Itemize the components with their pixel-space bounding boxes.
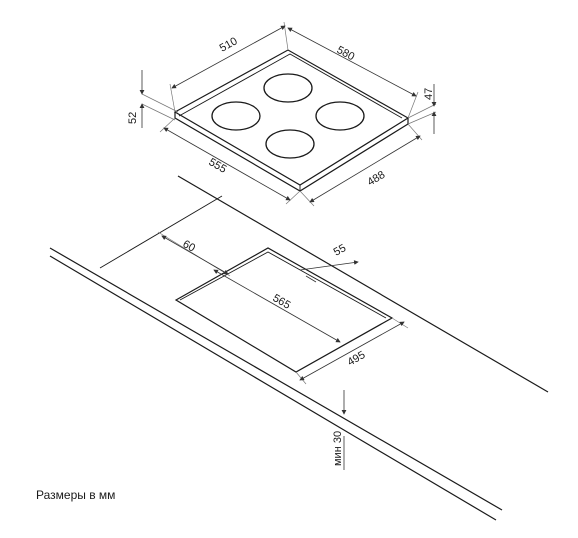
worktop-front-edge	[49, 247, 503, 511]
burner-front	[265, 129, 315, 159]
dim-cutout-depth: 495	[295, 317, 409, 385]
dim-cutout-width: 565	[213, 269, 341, 343]
dim-hob-height-right: 47	[407, 84, 437, 134]
worktop	[49, 175, 549, 521]
units-caption: Размеры в мм	[36, 488, 116, 502]
label-cutout-edge: 55	[332, 242, 349, 258]
hob-unit	[173, 49, 410, 192]
label-hob-width: 580	[335, 44, 357, 63]
label-cutout-depth: 495	[346, 349, 368, 369]
dim-hob-depth: 510	[169, 21, 289, 113]
label-hob-depth: 510	[218, 35, 240, 54]
dim-hob-side-depth: 488	[299, 123, 423, 207]
burner-rear	[263, 73, 313, 103]
label-hob-height-left: 52	[127, 112, 139, 124]
dim-worktop-thickness: мин 30	[332, 390, 347, 470]
label-worktop-thickness: мин 30	[332, 431, 344, 466]
dim-cutout-offset: 60	[157, 231, 231, 277]
worktop-front-bottom-edge	[49, 255, 497, 521]
label-hob-front-width: 555	[207, 156, 229, 176]
label-cutout-offset: 60	[181, 238, 198, 254]
cutout-inner-edge	[179, 251, 387, 319]
dim-hob-height-left: 52	[127, 70, 179, 128]
worktop-back-edge	[177, 175, 549, 393]
label-cutout-width: 565	[271, 292, 293, 312]
label-hob-height-right: 47	[423, 88, 435, 100]
worktop-left-edge	[99, 195, 223, 269]
burner-right	[315, 101, 365, 131]
burner-left	[211, 101, 261, 131]
label-hob-side-depth: 488	[365, 169, 387, 189]
